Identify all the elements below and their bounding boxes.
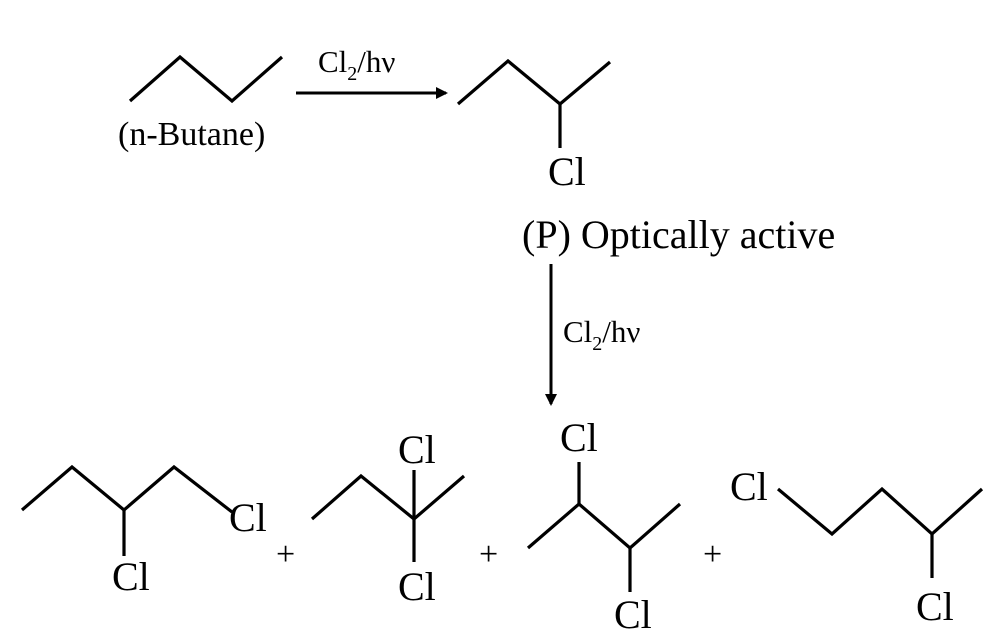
n-butane-label: (n-Butane) xyxy=(118,116,265,153)
step2-reagent: Cl2/hν xyxy=(563,314,640,355)
product-1: Cl Cl xyxy=(20,464,267,599)
n-butane-skeleton xyxy=(128,54,284,104)
product-1-cl-end: Cl xyxy=(229,495,267,540)
product-1-skeleton xyxy=(20,464,233,514)
product-3-skeleton xyxy=(526,501,682,551)
product-4-cl-bottom: Cl xyxy=(916,584,954,629)
product-2-skeleton xyxy=(310,473,466,522)
plus-sign-1: + xyxy=(276,536,295,573)
product-3-cl-bottom: Cl xyxy=(614,592,652,637)
product-3: Cl Cl xyxy=(526,415,682,637)
product-4-skeleton xyxy=(776,486,984,537)
plus-sign-2: + xyxy=(479,536,498,573)
product-p-cl: Cl xyxy=(548,149,586,194)
product-2: Cl Cl xyxy=(310,427,466,609)
product-3-cl-top: Cl xyxy=(560,415,598,460)
product-4-cl-start: Cl xyxy=(730,464,768,509)
product-2-cl-top: Cl xyxy=(398,427,436,472)
product-4: Cl Cl xyxy=(730,464,984,629)
product-1-cl-bottom: Cl xyxy=(112,554,150,599)
product-p-caption: (P) Optically active xyxy=(522,212,835,257)
step1-reagent: Cl2/hν xyxy=(318,44,395,85)
plus-sign-3: + xyxy=(703,536,722,573)
product-p-skeleton xyxy=(456,58,612,107)
product-2-cl-bottom: Cl xyxy=(398,564,436,609)
